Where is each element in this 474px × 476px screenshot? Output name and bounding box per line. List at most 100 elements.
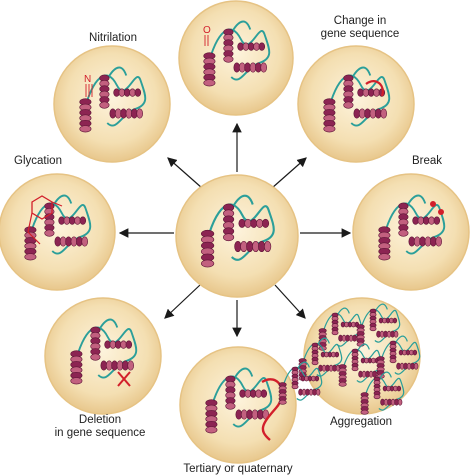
helix-turn [360, 409, 369, 415]
helix-vertical-mid [398, 202, 409, 237]
helix-vertical-left [360, 392, 369, 415]
helix-vertical-mid [223, 28, 234, 63]
helix-vertical-mid [90, 326, 101, 361]
helix-turn [256, 218, 264, 228]
helix-turn [396, 385, 402, 392]
helix-vertical-mid [343, 74, 354, 109]
helix-turn [353, 108, 361, 119]
double-bond [204, 35, 209, 46]
glycation-link [27, 201, 63, 245]
cell-membrane [0, 173, 116, 291]
helix-turn [247, 42, 255, 51]
helix-horizontal [380, 398, 403, 406]
helix-horizontal [233, 62, 267, 73]
arrows-group [118, 122, 352, 338]
cells-group [0, 0, 470, 464]
aggregate-cluster [278, 303, 421, 415]
helix-diagonal [58, 216, 87, 225]
helix-turn [357, 88, 364, 97]
helix-turn [408, 236, 416, 247]
helix-diagonal [340, 321, 360, 328]
cross-mark-icon [117, 371, 131, 387]
helix-vertical-left [79, 98, 92, 133]
helix-turn [413, 362, 419, 370]
helix-diagonal [382, 385, 402, 392]
helix-horizontal [298, 388, 321, 396]
helix-turn [235, 409, 243, 420]
helix-turn [428, 216, 435, 225]
helix-diagonal [237, 42, 266, 51]
helix-turn [70, 377, 83, 385]
helix-turn [258, 240, 266, 253]
helix-turn [351, 366, 359, 372]
helix-turn [240, 240, 248, 253]
helix-turn [358, 108, 366, 119]
helix-turn [255, 389, 262, 398]
helix-turn [375, 108, 382, 119]
helix-turn [233, 62, 241, 73]
helix-turn [131, 108, 138, 119]
helix-turn [118, 88, 126, 97]
cell-membrane [44, 297, 162, 415]
helix-turn [44, 229, 55, 237]
helix-vertical-mid [291, 366, 299, 390]
helix-diagonal [378, 317, 398, 324]
cell-membrane [53, 45, 171, 163]
helix-vertical-left [318, 328, 327, 351]
helix-turn [203, 79, 216, 87]
helix-turn [392, 317, 398, 324]
helix-vertical-mid [99, 74, 110, 109]
helix-turn [100, 360, 108, 371]
helix-turn [338, 381, 347, 387]
helix-vertical-mid [389, 340, 397, 364]
helix-turn [238, 62, 246, 73]
helix-turn [424, 236, 432, 247]
helix-vertical-left [338, 364, 347, 387]
helix-horizontal [109, 108, 143, 119]
helix-turn [422, 216, 430, 225]
helix-turn [223, 233, 235, 242]
cell-membrane [175, 174, 299, 298]
helix-turn [369, 108, 377, 119]
helix-turn [315, 388, 321, 396]
helix-horizontal [100, 360, 134, 371]
oxo-symbol: O [203, 25, 211, 36]
helix-diagonal [412, 216, 441, 225]
helix-diagonal [104, 340, 133, 349]
helix-horizontal [396, 362, 419, 370]
helix-turn [314, 375, 320, 382]
helix-turn [398, 229, 409, 237]
helix-turn [331, 330, 339, 336]
helix-turn [127, 360, 134, 371]
helix-vertical-left [323, 98, 336, 133]
helix-turn [251, 409, 259, 420]
helix-vertical-left [378, 226, 391, 261]
helix-turn [252, 240, 260, 253]
helix-vertical-mid [331, 312, 339, 336]
helix-turn [136, 108, 143, 119]
helix-turn [116, 360, 124, 371]
helix-turn [125, 108, 133, 119]
helix-turn [249, 389, 257, 398]
cell-nitrilation [53, 45, 171, 163]
helix-turn [99, 101, 110, 109]
helix-turn [253, 42, 260, 51]
helix-turn [105, 360, 113, 371]
helix-vertical-mid [225, 375, 236, 410]
label-aggregation: Aggregation [329, 416, 393, 428]
arrow-5 [164, 284, 201, 319]
helix-vertical-mid [311, 342, 319, 366]
helix-turn [90, 353, 101, 361]
helix-vertical-mid [351, 348, 359, 372]
tertiary-loop [261, 378, 284, 441]
helix-turn [120, 108, 127, 119]
cell-break [352, 173, 470, 291]
helix-turn [109, 108, 117, 119]
helix-horizontal [408, 236, 442, 247]
helix-vertical-left [201, 229, 215, 268]
helix-turn [68, 216, 76, 225]
helix-horizontal [318, 364, 341, 372]
helix-turn [380, 108, 387, 119]
helix-turn [378, 253, 391, 261]
helix-turn [262, 218, 270, 228]
